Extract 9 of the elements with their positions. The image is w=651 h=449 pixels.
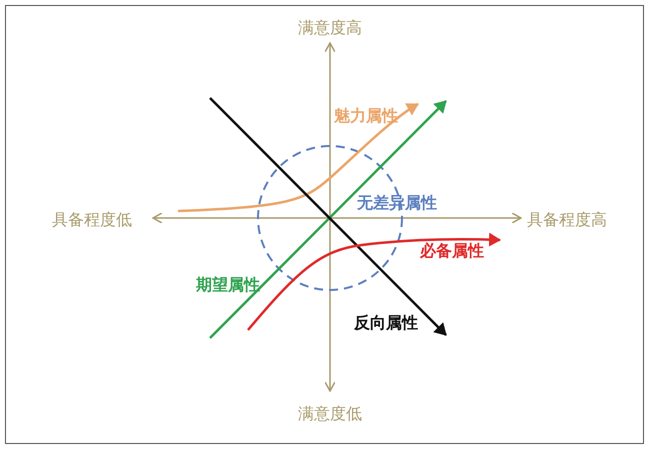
curve-label: 魅力属性 <box>334 106 398 126</box>
curve-label: 无差异属性 <box>357 193 437 213</box>
line-label: 期望属性 <box>196 275 260 295</box>
axis-label: 具备程度低 <box>52 210 132 230</box>
axis-label: 满意度高 <box>298 18 362 38</box>
line-label: 反向属性 <box>354 313 418 333</box>
curve-label: 必备属性 <box>420 241 484 261</box>
axis-label: 满意度低 <box>298 404 362 424</box>
axis-label: 具备程度高 <box>527 210 607 230</box>
